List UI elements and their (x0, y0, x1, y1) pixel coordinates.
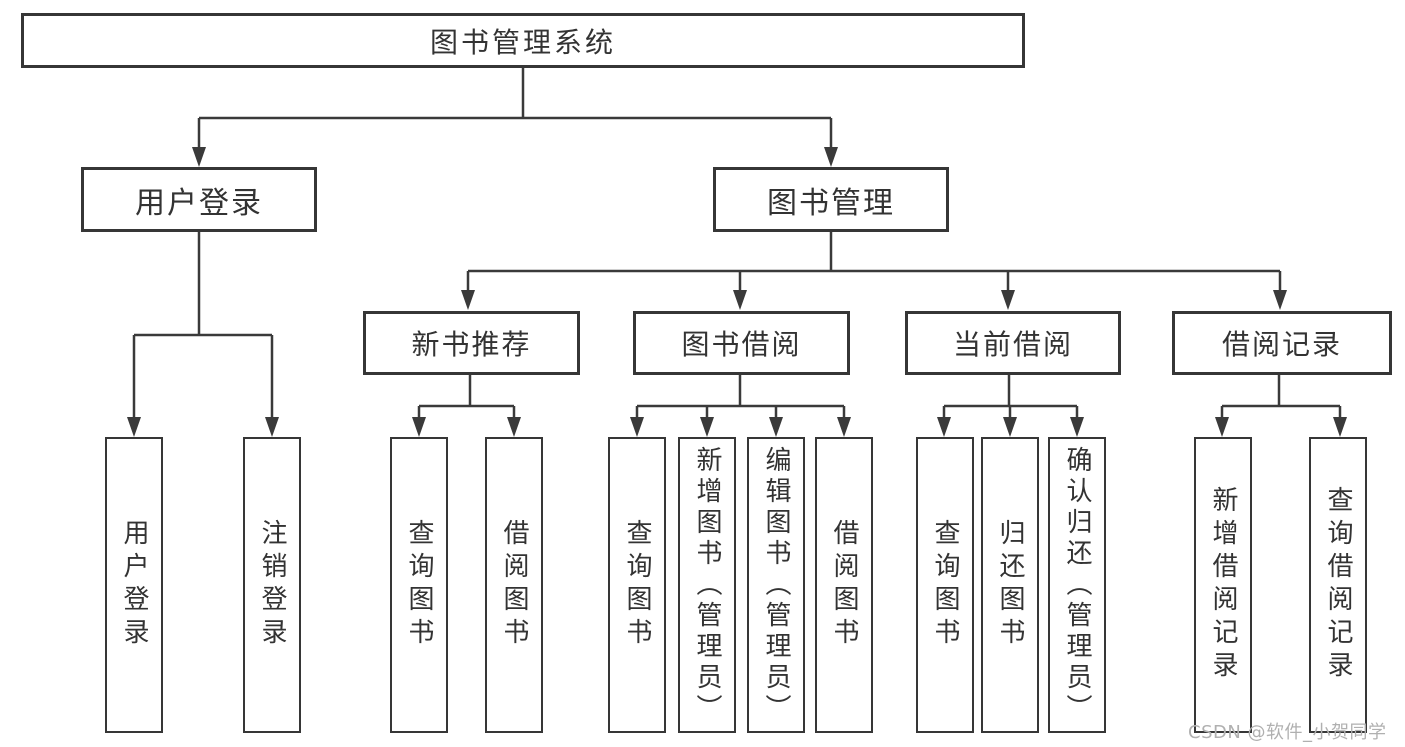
csdn-watermark: CSDN @软件_小贺同学 (1188, 722, 1387, 743)
leaf-label: 查询图书 (622, 519, 652, 651)
node-user-login: 用户登录 (81, 167, 317, 232)
node-label: 当前借阅 (952, 328, 1073, 361)
leaf-label: 借阅图书 (499, 519, 529, 651)
leaf-query-borrow-record: 查询借阅记录 (1309, 437, 1367, 733)
tree-connector-lines (132, 68, 1342, 419)
node-label: 图书管理系统 (429, 25, 616, 59)
leaf-add-borrow-record: 新增借阅记录 (1194, 437, 1252, 733)
node-book-borrowing: 图书借阅 (633, 311, 850, 375)
node-label: 图书管理 (767, 185, 895, 221)
node-new-book-recommend: 新书推荐 (363, 311, 580, 375)
leaf-label: 归还图书 (995, 519, 1025, 651)
leaf-logout: 注销登录 (243, 437, 301, 733)
node-label: 新书推荐 (411, 328, 532, 361)
leaf-query-books-current: 查询图书 (916, 437, 974, 733)
leaf-add-books-admin: 新增图书（管理员） (678, 437, 736, 733)
node-book-management: 图书管理 (713, 167, 949, 232)
leaf-label: 用户登录 (119, 519, 149, 651)
leaf-user-login: 用户登录 (105, 437, 163, 733)
leaf-edit-books-admin: 编辑图书（管理员） (747, 437, 805, 733)
leaf-label: 查询图书 (404, 519, 434, 651)
leaf-label: 借阅图书 (829, 519, 859, 651)
leaf-return-books: 归还图书 (981, 437, 1039, 733)
node-library-management-system: 图书管理系统 (21, 13, 1025, 68)
leaf-label: 编辑图书（管理员） (761, 445, 791, 725)
leaf-label: 确认归还（管理员） (1062, 445, 1092, 725)
leaf-label: 新增借阅记录 (1208, 486, 1238, 684)
leaf-query-books-recommend: 查询图书 (390, 437, 448, 733)
node-label: 用户登录 (135, 185, 263, 221)
leaf-query-books-borrowing: 查询图书 (608, 437, 666, 733)
node-label: 图书借阅 (681, 328, 802, 361)
leaf-borrow-books-borrowing: 借阅图书 (815, 437, 873, 733)
leaf-label: 注销登录 (257, 519, 287, 651)
leaf-label: 查询图书 (930, 519, 960, 651)
leaf-borrow-books-recommend: 借阅图书 (485, 437, 543, 733)
leaf-label: 查询借阅记录 (1323, 486, 1353, 684)
node-borrowing-records: 借阅记录 (1172, 311, 1392, 375)
node-current-borrowing: 当前借阅 (905, 311, 1121, 375)
leaf-label: 新增图书（管理员） (692, 445, 722, 725)
leaf-confirm-return-admin: 确认归还（管理员） (1048, 437, 1106, 733)
node-label: 借阅记录 (1221, 328, 1342, 361)
